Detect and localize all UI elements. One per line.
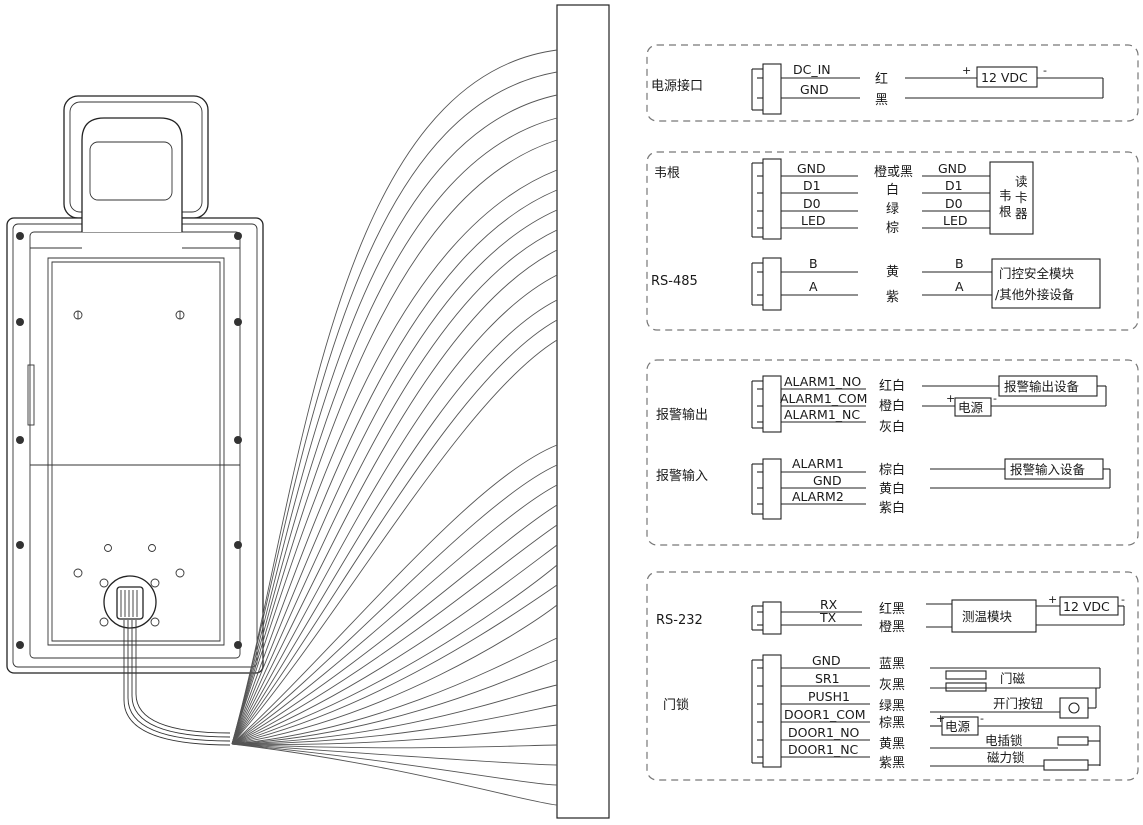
device-label: 门控安全模块 <box>999 266 1075 281</box>
device-label: /其他外接设备 <box>995 287 1075 302</box>
svg-text:GND: GND <box>813 473 842 488</box>
svg-text:+: + <box>946 392 955 405</box>
svg-text:ALARM2: ALARM2 <box>792 489 844 504</box>
group-label-rs232: RS-232 <box>656 613 703 628</box>
svg-text:紫白: 紫白 <box>879 500 905 516</box>
signal-label: DC_IN <box>793 62 831 77</box>
group-wiegand-rs485: 韦根 GND D1 D0 LED 橙或黑 白 绿 棕 GND D1 D0 LED… <box>646 151 1139 331</box>
svg-text:红白: 红白 <box>879 378 905 394</box>
svg-text:TX: TX <box>819 610 837 625</box>
wire-color-label: 黑 <box>875 93 888 108</box>
reader-label: 韦 <box>999 188 1012 203</box>
svg-text:+: + <box>1048 593 1057 606</box>
svg-text:蓝黑: 蓝黑 <box>879 657 905 672</box>
svg-text:橙黑: 橙黑 <box>879 620 905 635</box>
supply-label: 12 VDC <box>1063 599 1110 614</box>
svg-text:LED: LED <box>801 213 826 228</box>
svg-text:RX: RX <box>820 597 838 612</box>
svg-text:A: A <box>809 279 818 294</box>
reader-label: 器 <box>1015 206 1028 221</box>
svg-text:GND: GND <box>938 161 967 176</box>
svg-text:棕白: 棕白 <box>879 462 905 478</box>
svg-text:-: - <box>1121 593 1125 606</box>
reader-label: 根 <box>999 204 1012 219</box>
device-label: 报警输出设备 <box>1004 379 1080 394</box>
device-rear-view <box>6 95 264 746</box>
wire-color-label: 红 <box>875 71 888 87</box>
group-label-wiegand: 韦根 <box>654 166 680 181</box>
bolt-lock-icon <box>1057 736 1089 746</box>
reader-label: 卡 <box>1015 190 1028 205</box>
door-magnet-label: 门磁 <box>1000 671 1026 686</box>
svg-text:ALARM1_COM: ALARM1_COM <box>780 391 867 406</box>
svg-text:紫黑: 紫黑 <box>879 756 905 771</box>
device-label: 报警输入设备 <box>1010 462 1086 477</box>
svg-text:橙或黑: 橙或黑 <box>874 165 913 180</box>
group-label-door: 门锁 <box>663 697 689 713</box>
group-label-power: 电源接口 <box>651 78 703 94</box>
svg-text:棕: 棕 <box>886 221 899 236</box>
svg-text:DOOR1_COM: DOOR1_COM <box>784 707 866 722</box>
svg-text:ALARM1: ALARM1 <box>792 456 844 471</box>
svg-text:紫: 紫 <box>886 290 899 305</box>
svg-text:GND: GND <box>797 161 826 176</box>
reader-label: 读 <box>1015 174 1028 189</box>
svg-text:红黑: 红黑 <box>879 601 905 617</box>
power-label: 电源 <box>945 719 971 734</box>
svg-text:LED: LED <box>943 213 968 228</box>
group-label-alarm-out: 报警输出 <box>656 407 708 423</box>
bolt-lock-label: 电插锁 <box>985 733 1023 748</box>
svg-text:黄白: 黄白 <box>879 481 905 497</box>
svg-text:PUSH1: PUSH1 <box>808 689 850 704</box>
svg-text:SR1: SR1 <box>815 671 840 686</box>
svg-text:白: 白 <box>886 182 899 198</box>
svg-text:D1: D1 <box>803 178 821 193</box>
svg-text:DOOR1_NO: DOOR1_NO <box>788 725 860 740</box>
svg-text:DOOR1_NC: DOOR1_NC <box>788 742 859 757</box>
svg-text:橙白: 橙白 <box>879 398 905 414</box>
device-label: 测温模块 <box>962 609 1013 624</box>
svg-text:-: - <box>993 392 997 405</box>
signal-label: GND <box>800 82 829 97</box>
supply-label: 12 VDC <box>981 70 1028 85</box>
power-label: 电源 <box>958 400 984 415</box>
screw-icon <box>16 232 242 649</box>
svg-text:B: B <box>955 256 964 271</box>
group-power: 电源接口 DC_IN GND 红 黑 12 VDC + - <box>646 44 1139 122</box>
push-button-icon <box>1068 702 1080 714</box>
mag-lock-label: 磁力锁 <box>987 750 1025 765</box>
svg-text:灰白: 灰白 <box>879 419 905 435</box>
svg-text:ALARM1_NO: ALARM1_NO <box>784 374 861 389</box>
svg-text:+: + <box>962 64 971 77</box>
group-rs232-door: RS-232 RX TX 红黑 橙黑 测温模块 12 VDC + - 门锁 GN… <box>646 571 1139 781</box>
group-label-rs485: RS-485 <box>651 274 698 289</box>
svg-text:黄黑: 黄黑 <box>879 737 905 752</box>
svg-text:B: B <box>809 256 818 271</box>
svg-text:ALARM1_NC: ALARM1_NC <box>784 407 860 422</box>
svg-text:棕黑: 棕黑 <box>879 716 905 731</box>
svg-text:-: - <box>1043 64 1047 77</box>
svg-text:-: - <box>980 712 984 725</box>
connector-strip <box>556 4 610 819</box>
svg-text:灰黑: 灰黑 <box>879 678 905 693</box>
group-alarm: 报警输出 ALARM1_NO ALARM1_COM ALARM1_NC 红白 橙… <box>646 359 1139 546</box>
svg-text:绿: 绿 <box>886 202 899 217</box>
svg-text:D0: D0 <box>945 196 963 211</box>
wire-fan <box>231 49 558 806</box>
svg-text:D0: D0 <box>803 196 821 211</box>
svg-text:GND: GND <box>812 653 841 668</box>
exit-button-label: 开门按钮 <box>993 696 1043 711</box>
svg-text:A: A <box>955 279 964 294</box>
group-label-alarm-in: 报警输入 <box>656 468 708 484</box>
svg-text:+: + <box>936 712 945 725</box>
svg-text:D1: D1 <box>945 178 963 193</box>
mag-lock-icon <box>1043 759 1089 771</box>
svg-text:黄: 黄 <box>886 265 899 280</box>
svg-text:绿黑: 绿黑 <box>879 699 905 714</box>
